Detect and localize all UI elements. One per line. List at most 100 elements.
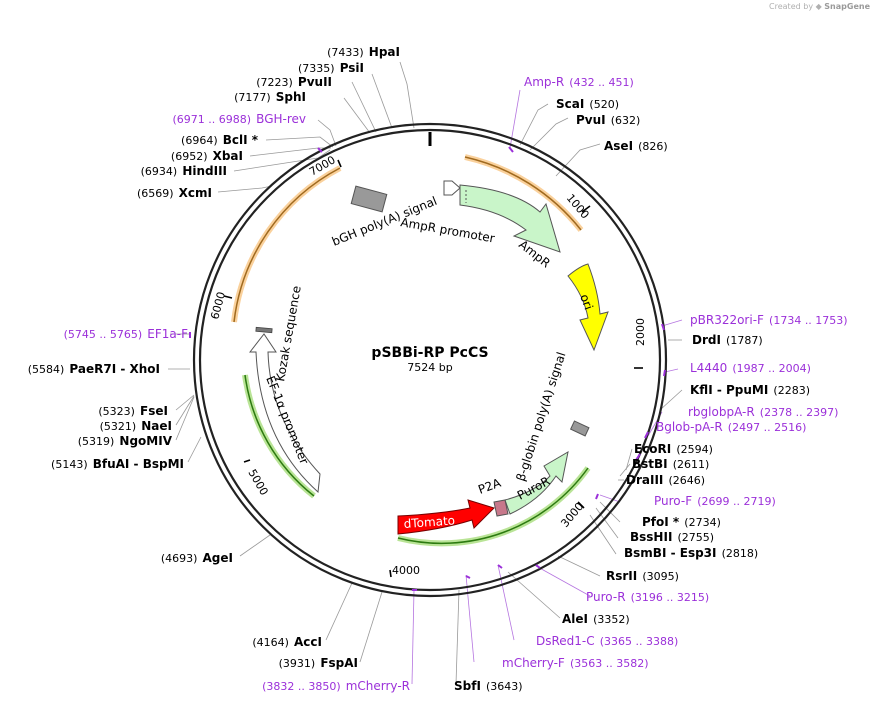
primer-site-marks [189, 146, 666, 591]
site-label-dsred1-c: DsRed1-C (3365 .. 3388) [536, 630, 678, 649]
site-label-bsmbi-esp3i: BsmBI - Esp3I (2818) [624, 542, 758, 561]
site-label-alei: AleI (3352) [562, 608, 630, 627]
snapgene-credit: Created by ◆ SnapGene [769, 2, 870, 11]
site-position: (2594) [676, 443, 713, 456]
site-name: FseI [140, 404, 168, 418]
tick-6000: 6000 [208, 290, 228, 320]
ef1a-promoter-arrow [248, 333, 321, 494]
tick-5000: 5000 [245, 467, 270, 498]
site-position: (7335) [298, 62, 335, 75]
site-label-agei: (4693) AgeI [161, 547, 233, 566]
site-labels: (7433) HpaI(7335) PsiI(7223) PvuII(7177)… [28, 45, 848, 694]
site-position: (7177) [234, 91, 271, 104]
plasmid-name: pSBBi-RP PcCS [371, 345, 488, 361]
site-name: XcmI [179, 186, 212, 200]
site-name: DsRed1-C [536, 634, 595, 648]
site-name: RsrII [606, 569, 637, 583]
site-label-scai: ScaI (520) [556, 93, 619, 112]
ef1a-orf-line [244, 374, 315, 497]
site-position: (2646) [668, 474, 705, 487]
site-position: (2734) [684, 516, 721, 529]
p2a-box [493, 499, 509, 517]
feature-label-kozak: Kozak sequence [273, 285, 304, 383]
site-name: PvuII [298, 75, 332, 89]
site-name: AleI [562, 612, 588, 626]
site-label-hindiii: (6934) HindIII [141, 160, 227, 179]
site-position: (520) [589, 98, 619, 111]
site-name: EF1a-F [147, 327, 188, 341]
site-name: BclI * [223, 133, 259, 147]
site-label-bcli: (6964) BclI * [181, 129, 259, 148]
site-name: AccI [294, 635, 322, 649]
site-name: mCherry-R [346, 679, 410, 693]
site-name: Bglob-pA-R [656, 420, 723, 434]
site-position: (3196 .. 3215) [631, 591, 710, 604]
site-name: PvuI [576, 113, 606, 127]
tick-2000: 2000 [634, 318, 647, 346]
site-position: (2378 .. 2397) [760, 406, 839, 419]
tick-4000: 4000 [392, 564, 420, 577]
backbone-inner-strand [198, 128, 662, 592]
site-position: (2755) [678, 531, 715, 544]
site-label-pvuii: (7223) PvuII [256, 71, 332, 90]
site-name: BssHII [630, 530, 672, 544]
site-label-l4440: L4440 (1987 .. 2004) [690, 357, 811, 376]
site-name: Puro-F [654, 494, 692, 508]
bgh-orf-line [233, 167, 341, 323]
site-position: (632) [611, 114, 641, 127]
label-leader-lines [168, 61, 683, 685]
site-position: (3365 .. 3388) [600, 635, 679, 648]
site-label-xcmi: (6569) XcmI [137, 182, 212, 201]
site-label-amp-r: Amp-R (432 .. 451) [524, 71, 634, 90]
site-label-sbfi: SbfI (3643) [454, 675, 523, 694]
site-name: PfoI * [642, 515, 680, 529]
site-label-fsei: (5323) FseI [98, 400, 168, 419]
site-name: Amp-R [524, 75, 564, 89]
site-label-rsrii: RsrII (3095) [606, 565, 679, 584]
site-position: (1987 .. 2004) [732, 362, 811, 375]
ampr-promoter-arrow [443, 180, 461, 196]
site-label-drdi: DrdI (1787) [692, 329, 763, 348]
feature-label-ampr-promoter: AmpR promoter [399, 215, 495, 245]
site-position: (4693) [161, 552, 198, 565]
site-label-paer7i-xhoi: (5584) PaeR7I - XhoI [28, 358, 160, 377]
site-name: EcoRI [634, 442, 671, 456]
puror-orf-line [397, 467, 589, 545]
site-label-bglob-pa-r: Bglob-pA-R (2497 .. 2516) [656, 416, 806, 435]
snapgene-logo-icon: ◆ [815, 2, 822, 11]
site-position: (2699 .. 2719) [697, 495, 776, 508]
site-position: (2497 .. 2516) [728, 421, 807, 434]
site-position: (6569) [137, 187, 174, 200]
site-label-ngomiv: (5319) NgoMIV [78, 430, 173, 449]
site-position: (6934) [141, 165, 178, 178]
site-name: BGH-rev [256, 112, 306, 126]
site-label-bgh-rev: (6971 .. 6988) BGH-rev [173, 108, 306, 127]
site-label-psii: (7335) PsiI [298, 57, 364, 76]
site-position: (3832 .. 3850) [262, 680, 341, 693]
feature-label-p2a: P2A [476, 475, 503, 496]
site-position: (7223) [256, 76, 293, 89]
bgh-polya-mark [350, 185, 388, 213]
site-position: (2611) [673, 458, 710, 471]
site-name: BstBI [632, 457, 668, 471]
site-name: BsmBI - Esp3I [624, 546, 716, 560]
site-label-puro-f: Puro-F (2699 .. 2719) [654, 490, 776, 509]
site-label-acci: (4164) AccI [252, 631, 322, 650]
ori-arrow [567, 263, 609, 352]
dtomato-arrow [397, 499, 495, 535]
site-position: (1787) [726, 334, 763, 347]
site-name: FspAI [320, 656, 358, 670]
site-label-pvui: PvuI (632) [576, 109, 640, 128]
site-name: SphI [276, 90, 306, 104]
site-position: (1734 .. 1753) [769, 314, 848, 327]
site-position: (5584) [28, 363, 65, 376]
feature-label-ori: ori [577, 292, 595, 311]
site-position: (3563 .. 3582) [570, 657, 649, 670]
site-name: DraIII [626, 473, 663, 487]
site-position: (5323) [98, 405, 135, 418]
site-name: XbaI [213, 149, 243, 163]
site-position: (3931) [279, 657, 316, 670]
ampr-arrow [459, 184, 561, 253]
site-label-fspai: (3931) FspAI [279, 652, 358, 671]
site-label-sphi: (7177) SphI [234, 86, 306, 105]
